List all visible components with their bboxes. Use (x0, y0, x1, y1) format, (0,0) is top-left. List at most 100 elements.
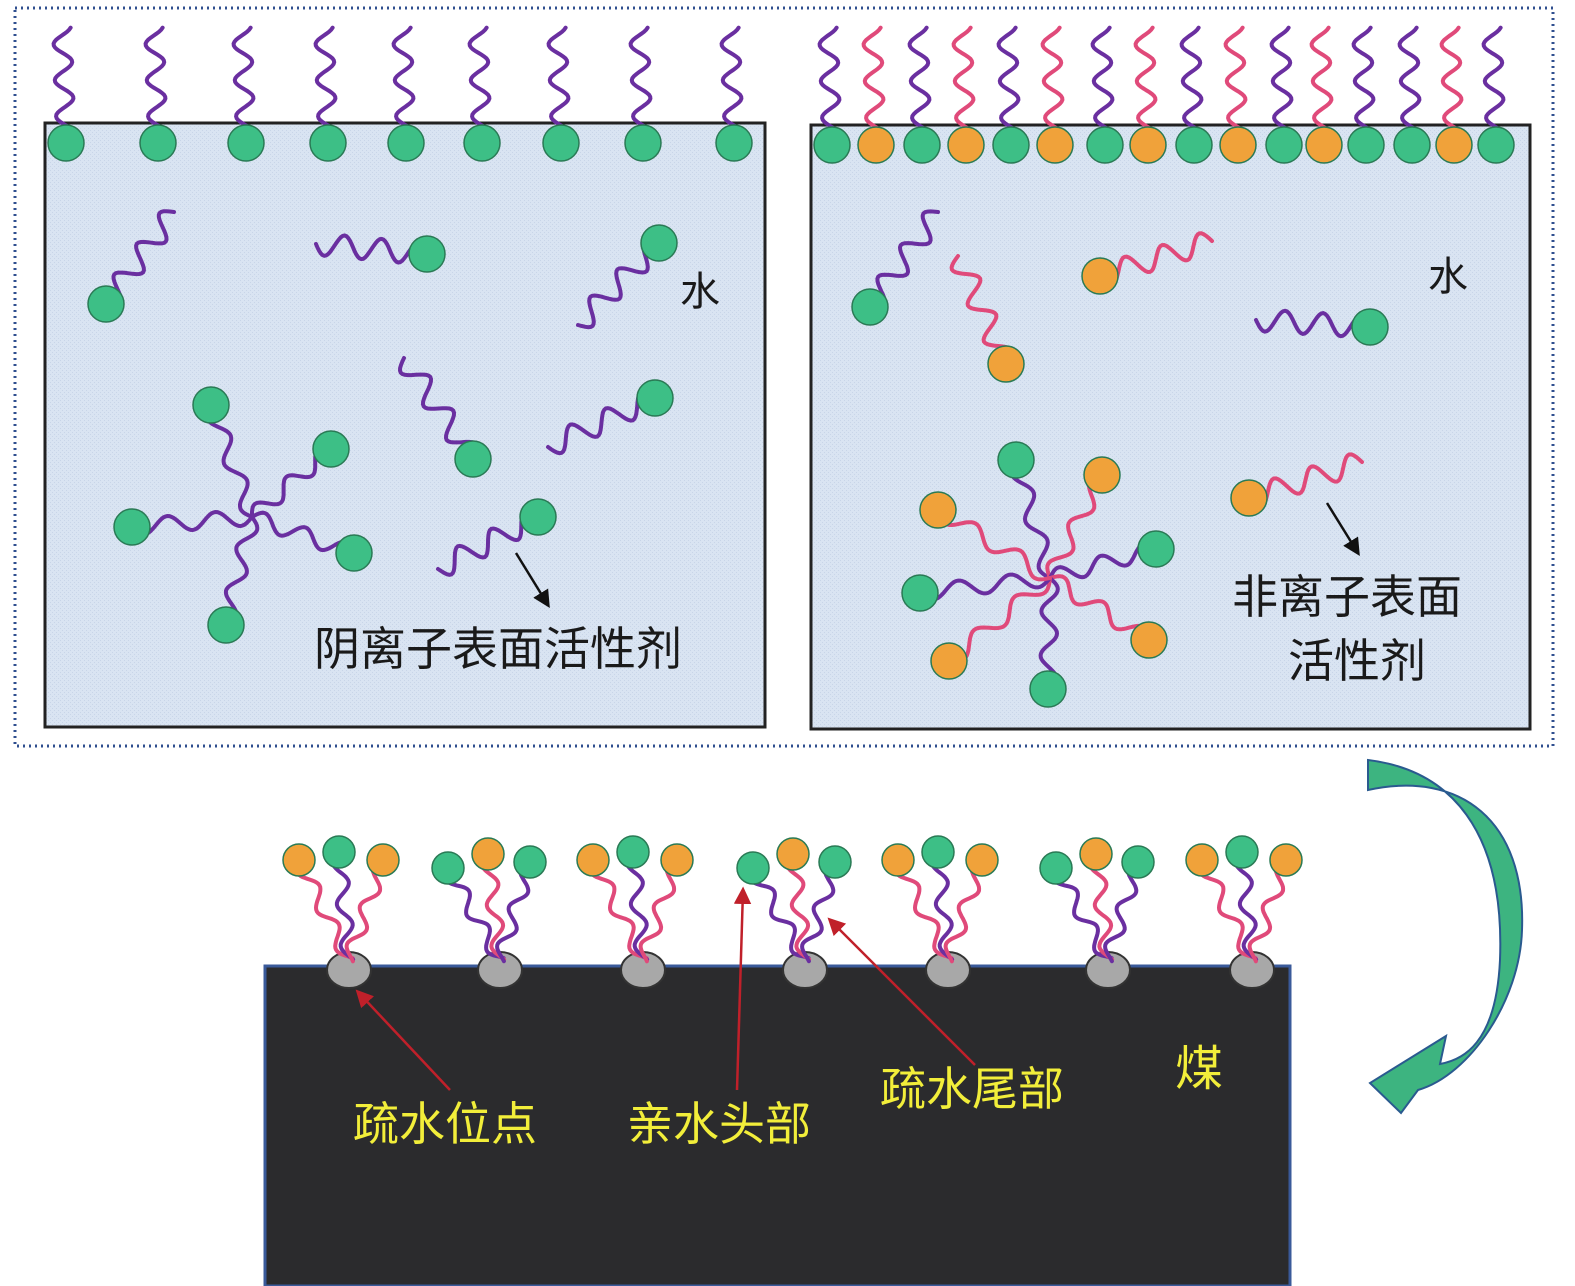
coal-cluster-6-surfactant-2-tail (1088, 852, 1115, 962)
right-micelle-surfactant-2-tail (1045, 473, 1104, 580)
left-free-surfactants (87, 209, 678, 577)
coal-cluster-3-surfactant-2-tail (625, 850, 650, 962)
right-surface-surfactant-9-tail (1179, 25, 1205, 147)
coal-cluster-7-surfactant-3-tail (1247, 858, 1288, 964)
left-micelle-surfactant-3-head (335, 534, 373, 572)
coal-cluster-1-surfactant-2-tail (331, 850, 356, 962)
left-water-label: 水 (680, 269, 720, 315)
right-surface-surfactant-16-head (1477, 126, 1515, 164)
left-surface-surfactant-6-head (463, 124, 501, 162)
right-surface-surfactant-7-tail (1090, 25, 1116, 147)
left-surface-surfactant-6-tail (467, 25, 493, 145)
coal-cluster-1-surfactant-3-head (366, 843, 400, 877)
right-surface-surfactant-4-head (947, 126, 985, 164)
right-micelle-surfactant-2-head (1083, 456, 1121, 494)
left-surface-surfactant-3-tail (231, 25, 257, 145)
coal-cluster-5-surfactant-3-head (965, 843, 999, 877)
right-surface-surfactant-8-tail (1133, 25, 1159, 147)
right-surface-surfactant-14-head (1393, 126, 1431, 164)
right-free-surfactant-4-tail (1254, 308, 1372, 339)
right-micelle-surfactant-1-tail (1009, 458, 1052, 580)
right-surface-surfactant-11-tail (1269, 25, 1295, 147)
coal-cluster-7-surfactant-2-head (1225, 835, 1259, 869)
transition-curved-arrow (1367, 758, 1524, 1115)
right-surface-surfactant-5-head (992, 126, 1030, 164)
right-surface-surfactant-8-head (1129, 126, 1167, 164)
coal-cluster-3-surfactant-3-tail (638, 858, 679, 964)
coal-cluster-7-surfactant-1-tail (1197, 858, 1258, 961)
right-surface-surfactant-4-tail (951, 25, 977, 147)
coal-cluster-2-surfactant-2-tail (480, 852, 507, 962)
coal-cluster-7-surfactant-2-tail (1234, 850, 1259, 962)
coal-cluster-2-surfactant-3-tail (495, 860, 532, 964)
coal-cluster-1-surfactant-1-head (282, 843, 316, 877)
left-surface-surfactant-2-head (139, 124, 177, 162)
left-micelle-surfactant-4-tail (223, 515, 260, 627)
right-surface-surfactant-16-tail (1481, 25, 1507, 147)
left-surface-surfactant-7-head (542, 124, 580, 162)
right-surface-surfactant-11-head (1265, 126, 1303, 164)
right-surface-surfactant-13-tail (1351, 25, 1377, 147)
left-water-panel (43, 121, 767, 729)
right-surface-surfactant-1-head (813, 126, 851, 164)
right-surface-surfactant-15-head (1435, 126, 1473, 164)
left-surface-surfactant-5-tail (391, 25, 417, 145)
right-micelle-surfactant-7-head (901, 574, 939, 612)
coal-cluster-2-surfactant-2-head (471, 837, 505, 871)
right-micelle (901, 441, 1175, 708)
right-free-surfactant-5-tail (1247, 452, 1364, 508)
coal-cluster-6-surfactant-1-tail (1052, 866, 1114, 960)
coal-cluster-2-surfactant-3-head (513, 845, 547, 879)
coal-cluster-5-surfactant-1-head (881, 843, 915, 877)
right-micelle-surfactant-5-tail (1038, 576, 1060, 691)
coal-cluster-3-surfactant-1-tail (588, 858, 649, 961)
coal-cluster-5-surfactant-1-tail (893, 858, 954, 961)
right-micelle-surfactant-7-tail (918, 572, 1052, 602)
right-surface-surfactant-1-tail (817, 25, 843, 147)
left-free-surfactant-4-tail (397, 356, 480, 461)
right-free-surfactant-1-tail (868, 209, 940, 310)
left-surface-surfactant-9-tail (719, 25, 745, 145)
left-micelle-surfactant-2-head (312, 430, 350, 468)
coal-cluster-6-surfactant-3-head (1121, 845, 1155, 879)
right-surface-surfactant-7-head (1086, 126, 1124, 164)
coal-cluster-6-surfactant-1-head (1039, 851, 1073, 885)
hydrophobic-tail-label: 疏水尾部 (880, 1062, 1064, 1116)
right-micelle-surfactant-6-tail (947, 576, 1052, 664)
right-free-surfactant-1-head (851, 288, 889, 326)
coal-cluster-3-surfactant-3-head (660, 843, 694, 877)
right-surfactant-label-line1: 非离子表面 (1232, 570, 1462, 624)
right-surface-surfactant-10-tail (1223, 25, 1249, 147)
coal-cluster-1-surfactant-3-tail (344, 858, 385, 964)
coal-cluster-5-surfactant-2-head (921, 835, 955, 869)
right-free-surfactant-3-head (1081, 257, 1119, 295)
left-micelle-surfactant-1-head (192, 386, 230, 424)
left-surface-surfactant-1-head (47, 124, 85, 162)
coal-cluster-7-surfactant-1-head (1185, 843, 1219, 877)
left-micelle-surfactant-5-tail (130, 509, 254, 537)
coal-cluster-4-surfactant-2-head (776, 837, 810, 871)
right-surface-surfactant-9-head (1175, 126, 1213, 164)
right-micelle-surfactant-5-head (1029, 670, 1067, 708)
coal-cluster-4-surfactant-3-tail (800, 860, 837, 964)
left-surface-surfactant-7-tail (546, 25, 572, 145)
hydrophobic-site-label: 疏水位点 (353, 1097, 537, 1151)
right-free-surfactant-4-head (1351, 308, 1389, 346)
right-free-surfactant-5-head (1230, 479, 1268, 517)
left-free-surfactant-5-tail (546, 389, 657, 456)
right-surface-surfactant-2-tail (861, 25, 887, 147)
left-free-surfactant-5-head (636, 379, 674, 417)
right-micelle-surfactant-4-tail (1048, 574, 1151, 642)
right-surface-surfactant-3-tail (907, 25, 933, 147)
right-water-panel (809, 123, 1532, 731)
left-surface-surfactant-2-tail (143, 25, 169, 145)
left-label-pointer-arrow (514, 552, 550, 608)
hydrophilic-head-label: 亲水头部 (627, 1097, 811, 1151)
right-surface-surfactant-15-tail (1439, 25, 1465, 147)
left-micelle-surfactant-4-head (207, 606, 245, 644)
right-surface-surfactant-14-tail (1397, 25, 1423, 147)
coal-cluster-6-surfactant-3-tail (1103, 860, 1140, 964)
right-micelle-surfactant-8-head (919, 491, 957, 529)
coal-cluster-5-surfactant-2-tail (930, 850, 955, 962)
left-surface-surfactant-4-head (309, 124, 347, 162)
